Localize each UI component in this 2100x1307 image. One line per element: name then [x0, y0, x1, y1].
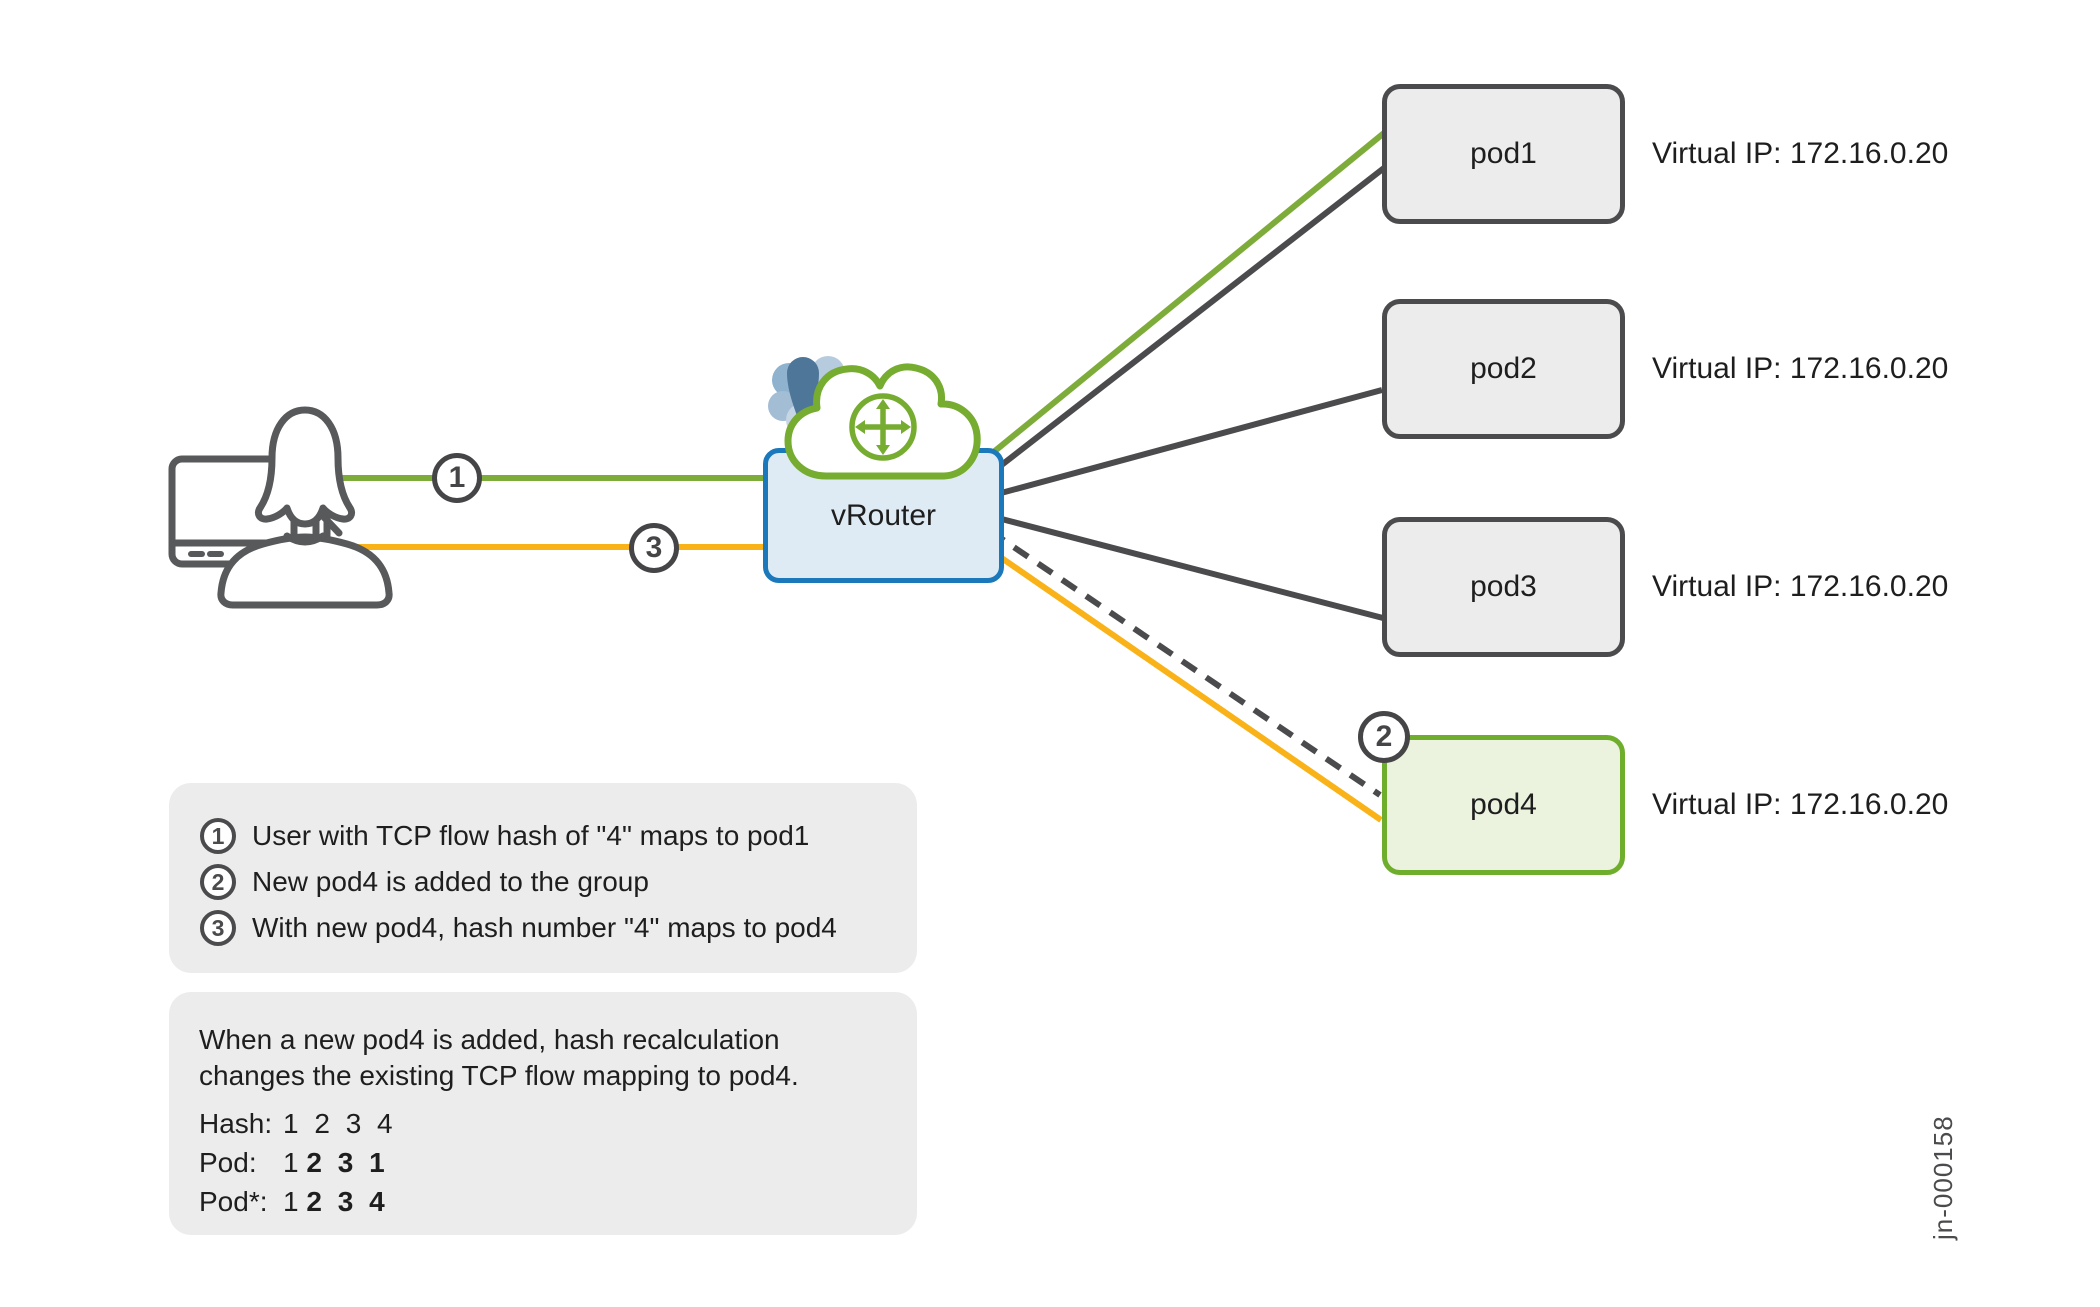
- pod-row-values-bold: 2 3 1: [306, 1147, 385, 1178]
- step-1-badge: 1: [200, 818, 236, 854]
- pod4-label: pod4: [1470, 788, 1537, 821]
- pod3-node: pod3: [1382, 517, 1625, 657]
- pod2-label: pod2: [1470, 352, 1537, 385]
- pod3-label: pod3: [1470, 570, 1537, 603]
- pod1-virtual-ip: Virtual IP: 172.16.0.20: [1652, 137, 1949, 170]
- pod4-node: pod4: [1382, 735, 1625, 875]
- link-vrouter-pod2: [989, 387, 1383, 499]
- link-vrouter-pod1: [988, 165, 1386, 477]
- pod-star-row-label: Pod*:: [199, 1186, 268, 1217]
- hash-row-label: Hash:: [199, 1108, 273, 1139]
- legend-panel: 1 User with TCP flow hash of "4" maps to…: [169, 783, 917, 973]
- flow-marker-2: 2: [1358, 711, 1410, 763]
- hash-row: Hash: 1 2 3 4: [199, 1104, 897, 1143]
- step-3-text: With new pod4, hash number "4" maps to p…: [252, 912, 837, 943]
- pod-row-values: 1: [283, 1147, 299, 1178]
- flow-marker-3: 3: [629, 523, 679, 573]
- flow-marker-1: 1: [432, 453, 482, 503]
- pod-star-row-values-bold: 2 3 4: [306, 1186, 385, 1217]
- pod4-virtual-ip: Virtual IP: 172.16.0.20: [1652, 788, 1949, 821]
- flow-line-vrouter-pod4-yellow: [988, 547, 1383, 823]
- step-2-text: New pod4 is added to the group: [252, 866, 649, 897]
- pod2-virtual-ip: Virtual IP: 172.16.0.20: [1652, 352, 1949, 385]
- pod3-virtual-ip: Virtual IP: 172.16.0.20: [1652, 570, 1949, 603]
- legend-step-3: 3 With new pod4, hash number "4" maps to…: [200, 905, 897, 951]
- step-1-text: User with TCP flow hash of "4" maps to p…: [252, 820, 810, 851]
- pod-row: Pod: 1 2 3 1: [199, 1143, 897, 1182]
- pod-star-row-values: 1: [283, 1186, 299, 1217]
- vrouter-label: vRouter: [830, 498, 937, 532]
- link-vrouter-pod3: [989, 513, 1384, 621]
- legend-step-1: 1 User with TCP flow hash of "4" maps to…: [200, 813, 897, 859]
- step-3-badge: 3: [200, 910, 236, 946]
- link-vrouter-pod4-dashed: [988, 528, 1382, 798]
- legend-step-2: 2 New pod4 is added to the group: [200, 859, 897, 905]
- step-2-badge: 2: [200, 864, 236, 900]
- note-panel: When a new pod4 is added, hash recalcula…: [169, 992, 917, 1235]
- flow-line-vrouter-pod1-green: [988, 130, 1386, 458]
- hash-row-values: 1 2 3 4: [283, 1108, 393, 1139]
- pod-star-row: Pod*: 1 2 3 4: [199, 1182, 897, 1221]
- pod1-node: pod1: [1382, 84, 1625, 224]
- pod1-label: pod1: [1470, 137, 1537, 170]
- pod-row-label: Pod:: [199, 1147, 257, 1178]
- note-paragraph: When a new pod4 is added, hash recalcula…: [199, 1024, 799, 1091]
- pod2-node: pod2: [1382, 299, 1625, 439]
